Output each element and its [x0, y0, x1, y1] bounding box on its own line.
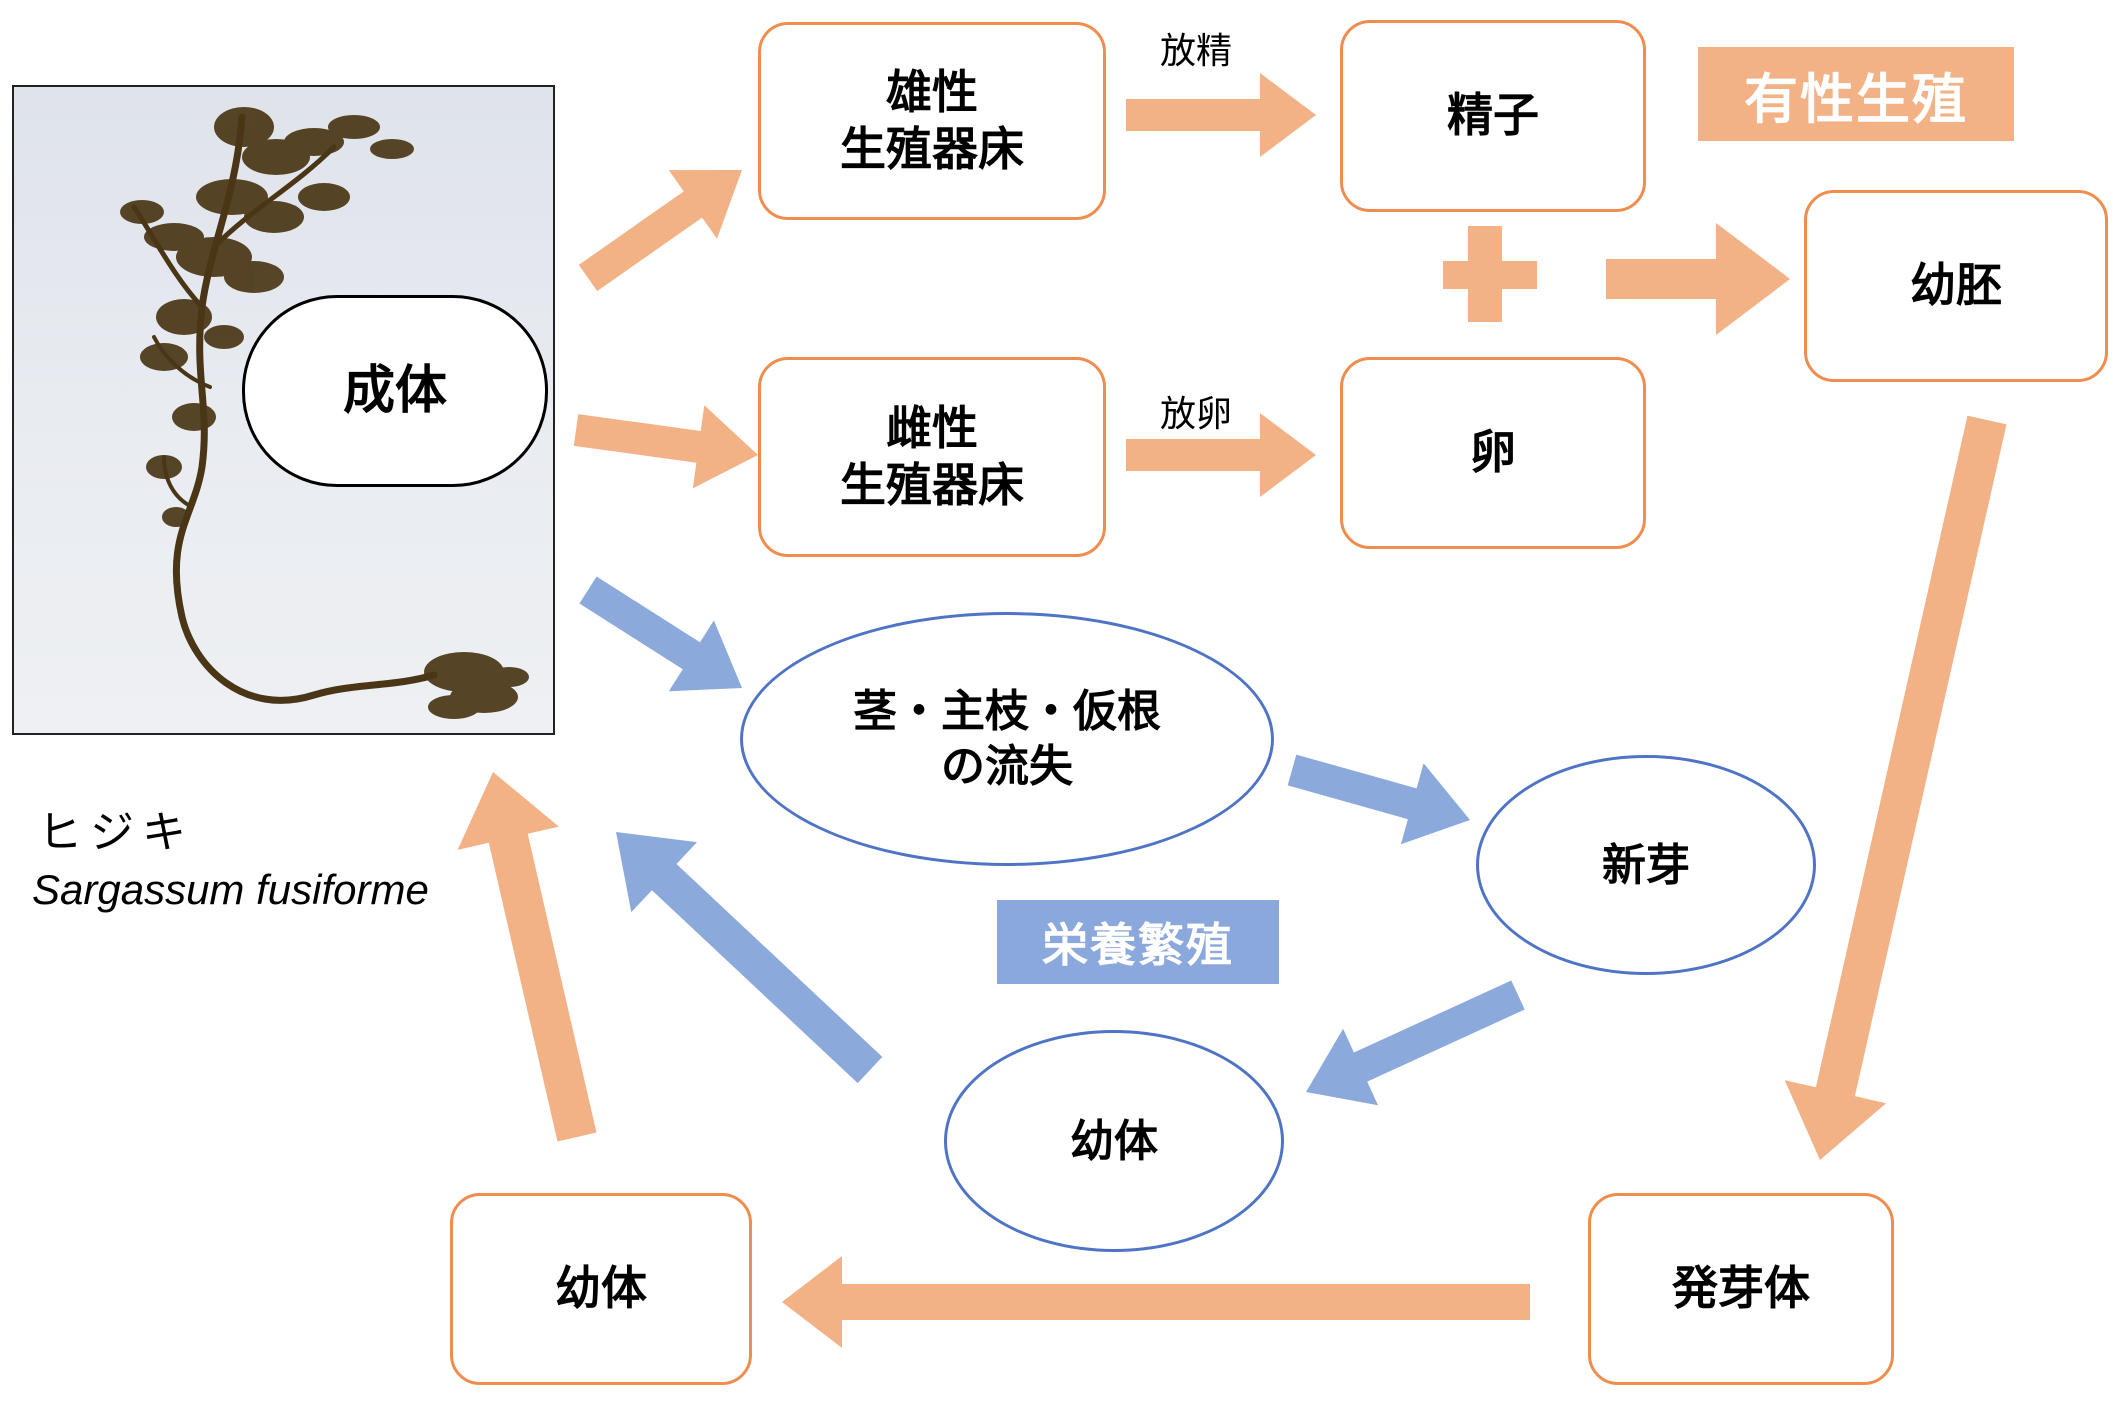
arrow-embryo-to-germling: [1784, 415, 2007, 1161]
arrow-male-to-sperm: [1126, 73, 1316, 157]
young-sexual-node: 幼体: [450, 1193, 752, 1385]
young-vegetative-node: 幼体: [944, 1030, 1284, 1252]
embryo-node: 幼胚: [1804, 190, 2108, 382]
arrow-young-to-adult: [457, 772, 597, 1142]
species-scientific-name: Sargassum fusiforme: [32, 866, 429, 913]
arrow-female-to-egg: [1126, 413, 1316, 497]
fertilization-plus-horizontal: [1443, 261, 1537, 289]
vegetative-reproduction-tag: 栄養繁殖: [997, 900, 1279, 984]
arrow-adult-to-male: [578, 170, 742, 292]
stem-loss-node: 茎・主枝・仮根 の流失: [740, 612, 1274, 866]
egg-release-label: 放卵: [1160, 394, 1233, 435]
arrow-bud-to-young: [1306, 980, 1525, 1106]
arrow-stem-loss-to-bud: [1287, 754, 1470, 845]
species-japanese-name: ヒジキ: [38, 807, 194, 858]
female-receptacle-node: 雌性 生殖器床: [758, 357, 1106, 557]
arrow-adult-to-female: [573, 405, 758, 489]
sperm-release-label: 放精: [1160, 31, 1233, 72]
male-receptacle-node: 雄性 生殖器床: [758, 22, 1106, 220]
arrow-fertilization-to-embryo: [1606, 223, 1790, 335]
egg-node: 卵: [1340, 357, 1646, 549]
adult-node: 成体: [242, 295, 548, 487]
sexual-reproduction-tag: 有性生殖: [1698, 47, 2014, 141]
seaweed-specimen-image: [120, 107, 529, 719]
germling-node: 発芽体: [1588, 1193, 1894, 1385]
arrow-adult-to-stem-loss: [579, 576, 742, 692]
sperm-node: 精子: [1340, 20, 1646, 212]
arrow-young-to-adult-vegetative: [616, 832, 883, 1084]
arrow-germling-to-young: [782, 1256, 1530, 1348]
new-bud-node: 新芽: [1476, 755, 1816, 975]
